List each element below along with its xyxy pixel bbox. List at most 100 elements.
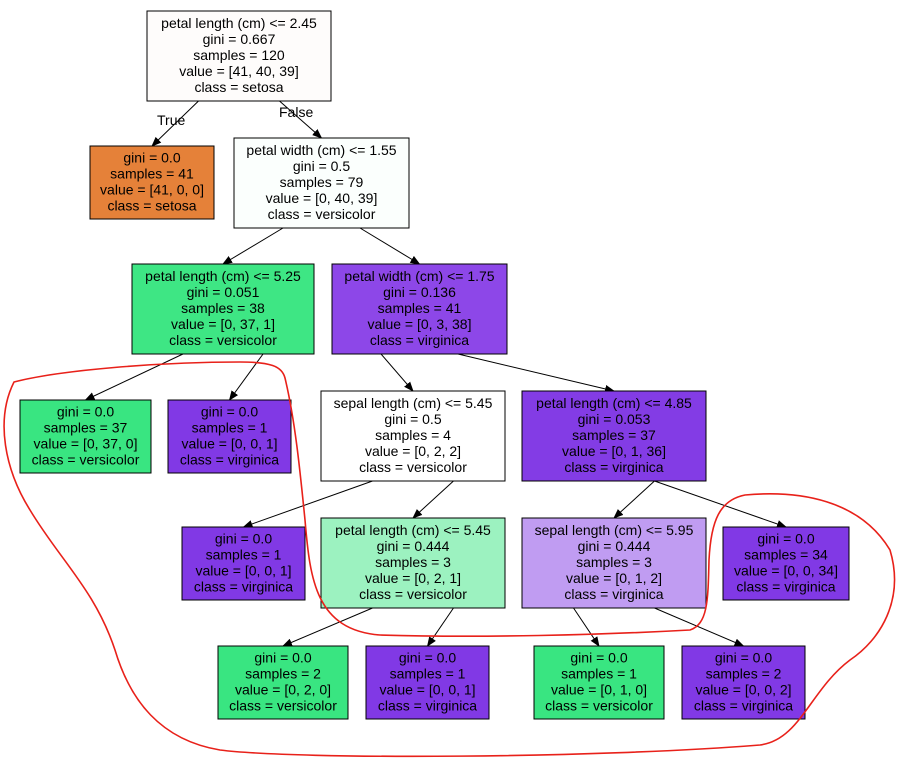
tree-node-line: petal width (cm) <= 1.55 — [246, 142, 396, 158]
tree-node-line: samples = 4 — [375, 427, 451, 443]
tree-node-box — [181, 526, 306, 601]
tree-node-line: samples = 2 — [706, 666, 782, 682]
tree-node-box — [365, 645, 490, 720]
tree-node-line: petal length (cm) <= 5.45 — [335, 522, 491, 538]
tree-node-line: value = [41, 0, 0] — [100, 182, 204, 198]
edge-n10-n13 — [282, 607, 373, 647]
edge-n8-n11 — [613, 480, 655, 519]
tree-node-box — [521, 517, 707, 609]
tree-node-line: value = [0, 1, 0] — [551, 682, 647, 698]
tree-node-line: samples = 79 — [280, 174, 364, 190]
tree-node-line: gini = 0.5 — [384, 411, 441, 427]
tree-node-box — [19, 399, 152, 474]
tree-node-line: gini = 0.136 — [383, 284, 456, 300]
tree-node-line: value = [0, 2, 0] — [235, 682, 331, 698]
annotation-layer — [3, 361, 896, 758]
tree-node-box — [681, 645, 806, 720]
tree-node-line: class = versicolor — [169, 332, 277, 348]
tree-node-line: class = setosa — [107, 198, 196, 214]
tree-node-line: samples = 41 — [110, 166, 194, 182]
tree-node-line: sepal length (cm) <= 5.45 — [334, 395, 493, 411]
tree-node-line: gini = 0.444 — [377, 538, 450, 554]
tree-node-line: gini = 0.0 — [715, 650, 772, 666]
tree-node-line: class = virginica — [564, 459, 663, 475]
tree-node-line: samples = 34 — [744, 547, 828, 563]
tree-node-line: class = virginica — [694, 698, 793, 714]
tree-node-line: class = virginica — [194, 579, 293, 595]
tree-node-line: samples = 1 — [192, 420, 268, 436]
tree-node-box — [233, 137, 410, 229]
edge-n7-n9 — [242, 480, 373, 528]
tree-node-line: gini = 0.0 — [399, 650, 456, 666]
tree-node-line: class = setosa — [194, 79, 283, 95]
tree-node-line: value = [0, 1, 36] — [562, 443, 666, 459]
tree-node-line: samples = 120 — [193, 47, 285, 63]
tree-node-line: value = [0, 0, 34] — [734, 563, 838, 579]
tree-node-box — [146, 10, 332, 102]
edge-n10-n14 — [426, 607, 454, 647]
tree-node-line: petal length (cm) <= 4.85 — [536, 395, 692, 411]
tree-node-line: petal width (cm) <= 1.75 — [344, 268, 494, 284]
tree-node-line: gini = 0.0 — [570, 650, 627, 666]
edge-n11-n15 — [573, 607, 600, 647]
tree-node-line: value = [0, 0, 1] — [195, 563, 291, 579]
tree-node-box — [217, 645, 349, 720]
tree-node-line: gini = 0.0 — [254, 650, 311, 666]
tree-node-line: value = [0, 37, 0] — [34, 436, 138, 452]
tree-node-box — [533, 645, 665, 720]
tree-node-line: gini = 0.5 — [293, 158, 350, 174]
tree-node-line: samples = 38 — [181, 300, 265, 316]
tree-node-line: gini = 0.0 — [215, 531, 272, 547]
tree-node-line: gini = 0.667 — [203, 31, 276, 47]
tree-node-line: petal length (cm) <= 2.45 — [161, 15, 317, 31]
tree-node-line: samples = 41 — [378, 300, 462, 316]
tree-node-line: class = versicolor — [32, 452, 140, 468]
tree-node-line: samples = 3 — [375, 554, 451, 570]
tree-node-line: value = [0, 2, 1] — [365, 570, 461, 586]
tree-node-line: class = virginica — [564, 586, 663, 602]
tree-node-line: class = virginica — [180, 452, 279, 468]
tree-node-line: class = versicolor — [359, 459, 467, 475]
tree-node-line: samples = 1 — [390, 666, 466, 682]
tree-node-line: samples = 37 — [44, 420, 128, 436]
tree-node-line: value = [41, 40, 39] — [179, 63, 298, 79]
tree-node-line: samples = 3 — [576, 554, 652, 570]
tree-node-line: gini = 0.0 — [57, 404, 114, 420]
edge-n0-n1 — [151, 100, 199, 147]
edge-n2-n4 — [359, 227, 421, 265]
tree-node-line: value = [0, 0, 1] — [379, 682, 475, 698]
edge-n4-n8 — [457, 353, 615, 393]
edge-n7-n10 — [412, 480, 454, 519]
tree-node-line: class = virginica — [370, 332, 469, 348]
tree-node-line: gini = 0.0 — [123, 150, 180, 166]
tree-node-line: class = versicolor — [545, 698, 653, 714]
edge-label-false: False — [279, 104, 313, 120]
tree-node-line: value = [0, 0, 2] — [695, 682, 791, 698]
tree-node-line: gini = 0.051 — [187, 284, 260, 300]
edge-n3-n5 — [84, 353, 184, 401]
tree-node-box — [521, 390, 707, 482]
tree-node-line: value = [0, 0, 1] — [181, 436, 277, 452]
tree-node-line: value = [0, 2, 2] — [365, 443, 461, 459]
tree-node-line: samples = 1 — [206, 547, 282, 563]
edge-n8-n12 — [654, 480, 787, 528]
tree-node-box — [320, 517, 506, 609]
tree-node-box — [167, 399, 292, 474]
edge-n11-n16 — [654, 607, 745, 647]
tree-node-line: samples = 37 — [572, 427, 656, 443]
tree-node-line: value = [0, 3, 38] — [368, 316, 472, 332]
tree-node-line: gini = 0.053 — [578, 411, 651, 427]
